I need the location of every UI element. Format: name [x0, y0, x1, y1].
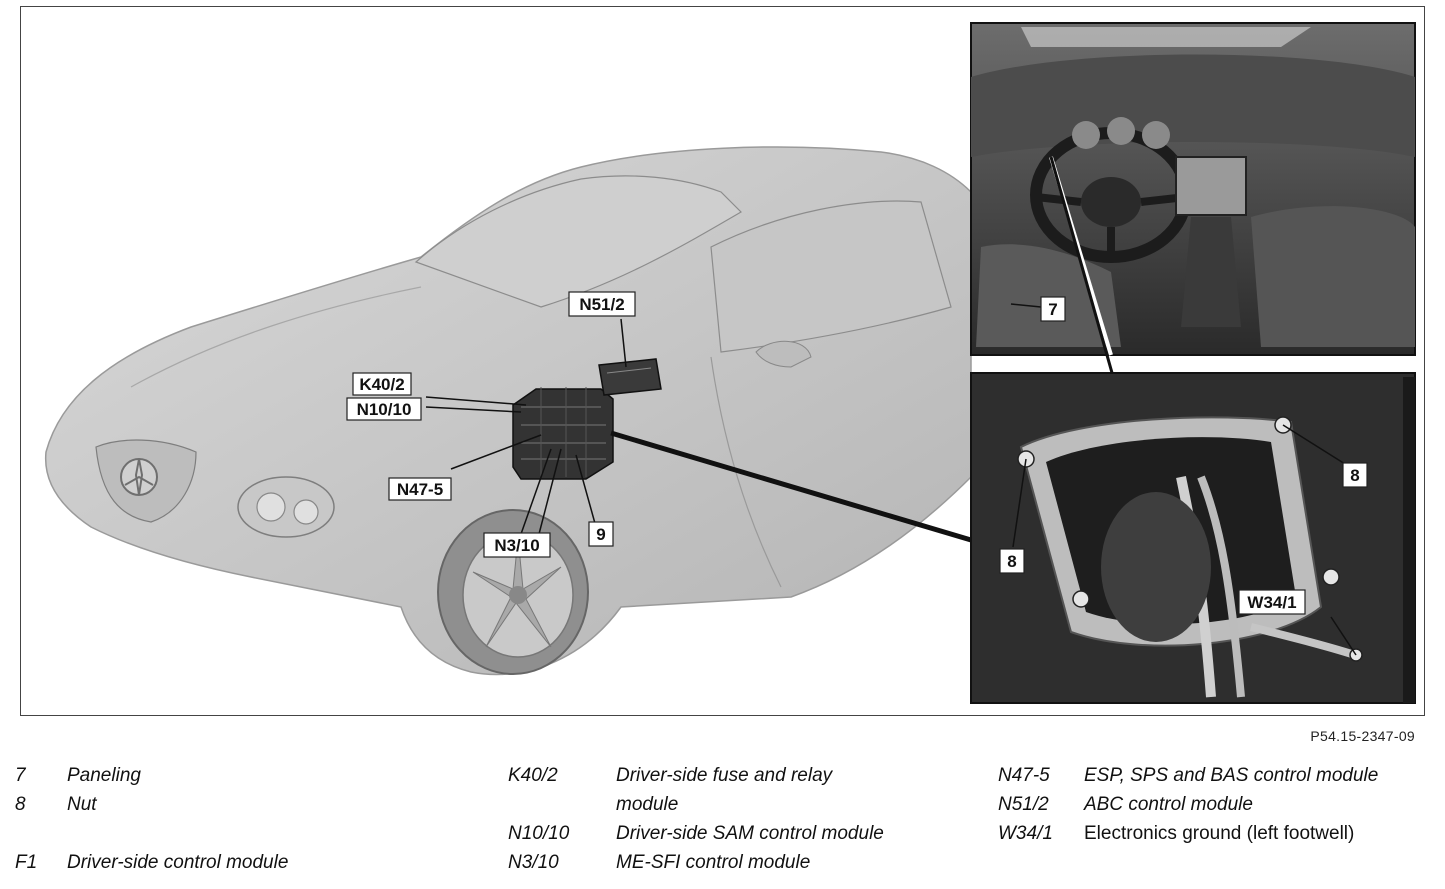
legend-item: W34/1 Electronics ground (left footwell): [998, 819, 1438, 848]
figure-reference-number: P54.15-2347-09: [1310, 728, 1415, 744]
photo-interior: [970, 22, 1416, 356]
legend-code: K40/2: [508, 765, 558, 786]
callout-text: N47-5: [397, 480, 443, 499]
legend-desc: Nut: [67, 794, 97, 815]
abc-control-module-block: [598, 358, 662, 396]
photo-footwell: [970, 372, 1416, 704]
callout-leaders: [425, 318, 627, 535]
legend-desc: Electronics ground (left footwell): [1084, 823, 1355, 844]
legend-desc: Paneling: [67, 765, 141, 786]
legend-code: N51/2: [998, 794, 1049, 815]
photo-leader-line: [1049, 156, 1118, 388]
legend-desc: ESP, SPS and BAS control module: [1084, 765, 1379, 786]
car-windshield: [414, 175, 742, 308]
legend-desc: ME-SFI control module: [616, 852, 811, 873]
legend-code: F1: [15, 852, 38, 873]
legend-item: N47-5 ESP, SPS and BAS control module: [998, 761, 1438, 790]
callout-text: N10/10: [357, 400, 412, 419]
center-console: [1175, 156, 1247, 216]
callout-text: N3/10: [494, 536, 539, 555]
legend-item: N51/2 ABC control module: [998, 790, 1438, 819]
callout-n51-2: N51/2: [568, 291, 636, 317]
legend-desc: Driver-side control module: [67, 852, 289, 873]
car-headlight: [237, 476, 335, 538]
callout-text: N51/2: [579, 295, 624, 314]
photo-callout-leaders: [1010, 303, 1357, 656]
callout-n10-10: N10/10: [346, 397, 422, 421]
callout-8-left: 8: [999, 548, 1025, 574]
callout-text: 8: [1007, 552, 1016, 571]
car-hood-line: [130, 286, 422, 388]
legend-column-2: K40/2 Driver-side fuse and relay module …: [508, 761, 948, 877]
legend-desc: ABC control module: [1084, 794, 1253, 815]
legend-code: 7: [15, 765, 26, 786]
callout-7: 7: [1040, 296, 1066, 322]
callout-text: W34/1: [1247, 593, 1296, 612]
callout-text: 8: [1350, 466, 1359, 485]
callout-9: 9: [588, 521, 614, 547]
legend-item: K40/2 Driver-side fuse and relay module: [508, 761, 948, 819]
callout-w34-1: W34/1: [1238, 589, 1306, 615]
legend-code: N47-5: [998, 765, 1050, 786]
callout-n3-10: N3/10: [483, 532, 551, 558]
callout-text: K40/2: [359, 375, 404, 394]
legend-desc: Driver-side fuse and relay module: [616, 765, 833, 815]
module-cluster: [512, 358, 662, 480]
legend-item: N3/10 ME-SFI control module: [508, 848, 948, 877]
nut-bottom-left: [1072, 590, 1090, 608]
callout-text: 9: [596, 525, 605, 544]
legend-item: N10/10 Driver-side SAM control module: [508, 819, 948, 848]
legend-code: 8: [15, 794, 26, 815]
callout-8-right: 8: [1342, 462, 1368, 488]
legend-item: 7 Paneling: [15, 761, 415, 790]
callout-k40-2: K40/2: [352, 372, 412, 396]
legend-code: N3/10: [508, 852, 559, 873]
callout-text: 7: [1048, 300, 1057, 319]
legend-code: N10/10: [508, 823, 570, 844]
legend-item: 8 Nut: [15, 790, 415, 848]
fuse-relay-module-block: [512, 388, 614, 480]
nut-bottom-right: [1322, 568, 1340, 586]
illustration-frame: N51/2 K40/2 N10/10 N47-5 N3/10 9 7 8: [20, 6, 1425, 716]
legend-code: W34/1: [998, 823, 1053, 844]
legend-desc: Driver-side SAM control module: [616, 823, 884, 844]
legend-column-3: N47-5 ESP, SPS and BAS control module N5…: [998, 761, 1438, 848]
legend-item: F1 Driver-side control module: [15, 848, 415, 877]
diagram-svg: N51/2 K40/2 N10/10 N47-5 N3/10 9 7 8: [44, 22, 1416, 704]
leader-to-photo: [610, 430, 972, 543]
legend-column-1: 7 Paneling 8 Nut F1 Driver-side control …: [15, 761, 415, 877]
callout-n47-5: N47-5: [388, 477, 452, 501]
